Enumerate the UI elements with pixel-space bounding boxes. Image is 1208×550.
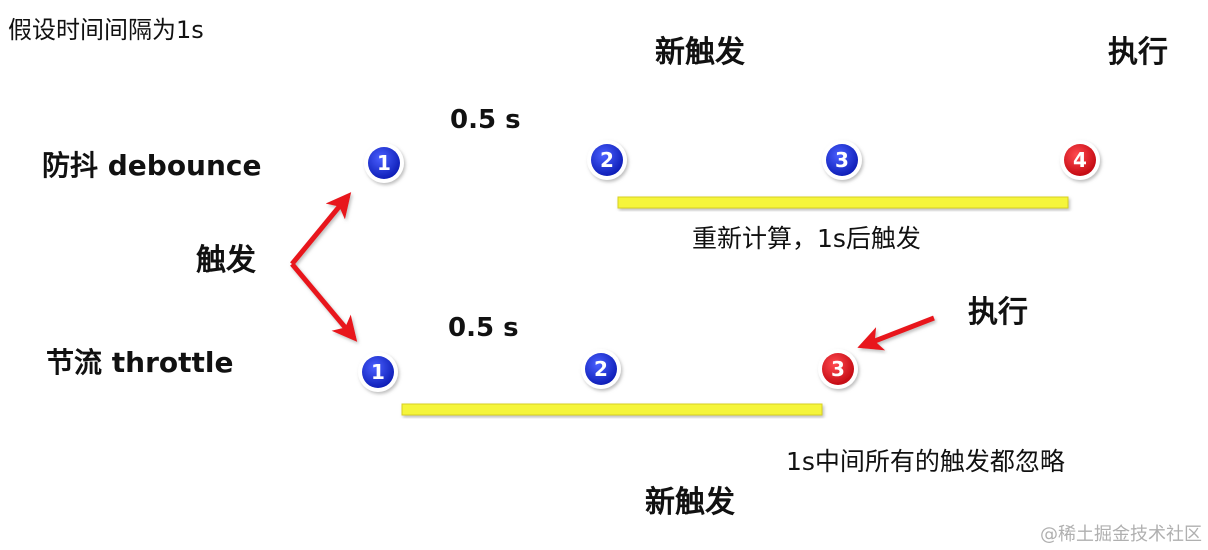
debounce-node-3-number: 3 bbox=[835, 148, 849, 172]
throttle-node-1-number: 1 bbox=[371, 360, 385, 384]
throttle-node-2: 2 bbox=[581, 349, 621, 389]
throttle-ignore-bar bbox=[401, 403, 823, 416]
watermark: @稀土掘金技术社区 bbox=[1040, 524, 1202, 545]
debounce-interval-label: 0.5 s bbox=[450, 105, 521, 135]
trigger-fork-arrow-down bbox=[290, 262, 358, 342]
throttle-node-2-number: 2 bbox=[594, 357, 608, 381]
debounce-node-4-number: 4 bbox=[1073, 148, 1087, 172]
interval-note: 假设时间间隔为1s bbox=[8, 16, 204, 44]
throttle-ignore-label: 1s中间所有的触发都忽略 bbox=[786, 447, 1065, 476]
debounce-label: 防抖 debounce bbox=[42, 149, 262, 182]
debounce-new-trigger-label: 新触发 bbox=[655, 35, 745, 70]
debounce-node-1-number: 1 bbox=[377, 151, 391, 175]
trigger-fork-arrow-up bbox=[290, 192, 352, 266]
debounce-node-2-number: 2 bbox=[600, 148, 614, 172]
debounce-node-1: 1 bbox=[364, 143, 404, 183]
debounce-recalc-label: 重新计算，1s后触发 bbox=[692, 224, 921, 253]
debounce-execute-label: 执行 bbox=[1108, 35, 1168, 70]
throttle-new-trigger-label: 新触发 bbox=[645, 485, 735, 520]
throttle-label: 节流 throttle bbox=[46, 346, 233, 379]
debounce-recalc-bar bbox=[617, 196, 1069, 209]
debounce-node-2: 2 bbox=[587, 140, 627, 180]
debounce-node-4: 4 bbox=[1060, 140, 1100, 180]
throttle-execute-arrow bbox=[857, 315, 935, 351]
throttle-execute-label: 执行 bbox=[968, 295, 1028, 330]
throttle-node-3-number: 3 bbox=[831, 357, 845, 381]
throttle-interval-label: 0.5 s bbox=[448, 313, 519, 343]
throttle-node-1: 1 bbox=[358, 352, 398, 392]
trigger-label: 触发 bbox=[196, 243, 256, 278]
debounce-node-3: 3 bbox=[822, 140, 862, 180]
throttle-node-3: 3 bbox=[818, 349, 858, 389]
